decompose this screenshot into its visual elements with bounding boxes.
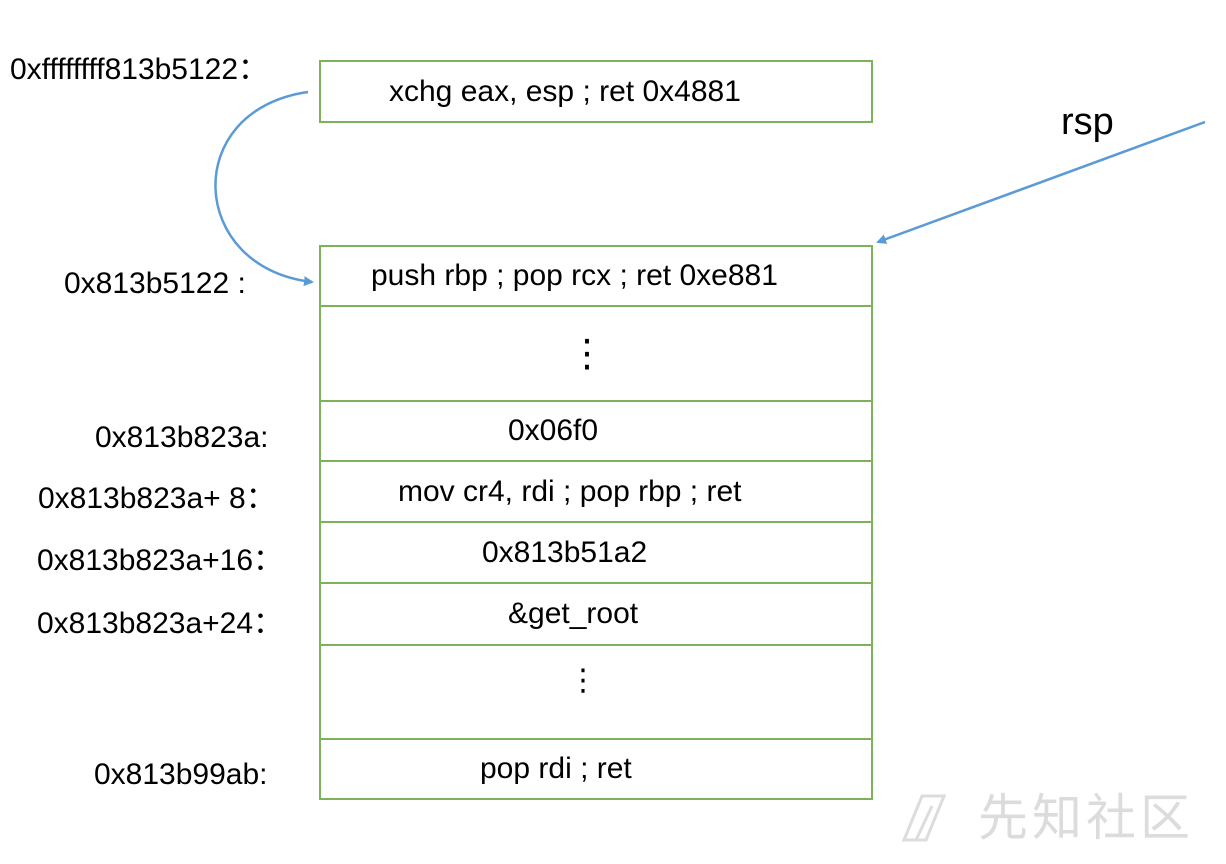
stack-address: 0x813b823a+16： (37, 544, 284, 577)
stack-address: 0x813b5122 : (64, 267, 246, 300)
stack-value: pop rdi ; ret (480, 752, 632, 785)
gadget-address: 0xffffffff813b5122： (10, 53, 269, 86)
stack-address: 0x813b99ab: (94, 758, 268, 791)
ellipsis-icon: ⋮ (568, 663, 598, 697)
stack-address: 0x813b823a+24： (37, 607, 284, 640)
stack-cell: pop rdi ; ret (319, 738, 873, 800)
watermark: 先知社区 (901, 788, 1194, 848)
stack-address: 0x813b823a: (95, 421, 269, 454)
rsp-arrow (876, 120, 1206, 244)
ellipsis-icon: ⋮ (568, 332, 606, 375)
gadget-instruction: xchg eax, esp ; ret 0x4881 (389, 74, 741, 108)
stack-cell: push rbp ; pop rcx ; ret 0xe881 (319, 245, 873, 307)
stack-value: mov cr4, rdi ; pop rbp ; ret (398, 474, 742, 508)
watermark-text: 先知社区 (978, 789, 1194, 847)
rsp-label: rsp (1061, 101, 1114, 143)
stack-value: &get_root (508, 597, 639, 630)
stack-value: 0x06f0 (508, 414, 599, 447)
jump-arrow (214, 90, 314, 287)
watermark-logo-icon (901, 794, 947, 842)
stack-address: 0x813b823a+ 8： (38, 482, 276, 515)
stack-value: 0x813b51a2 (482, 535, 648, 569)
gadget-cell: xchg eax, esp ; ret 0x4881 (319, 60, 873, 123)
stack-value: push rbp ; pop rcx ; ret 0xe881 (371, 259, 778, 292)
